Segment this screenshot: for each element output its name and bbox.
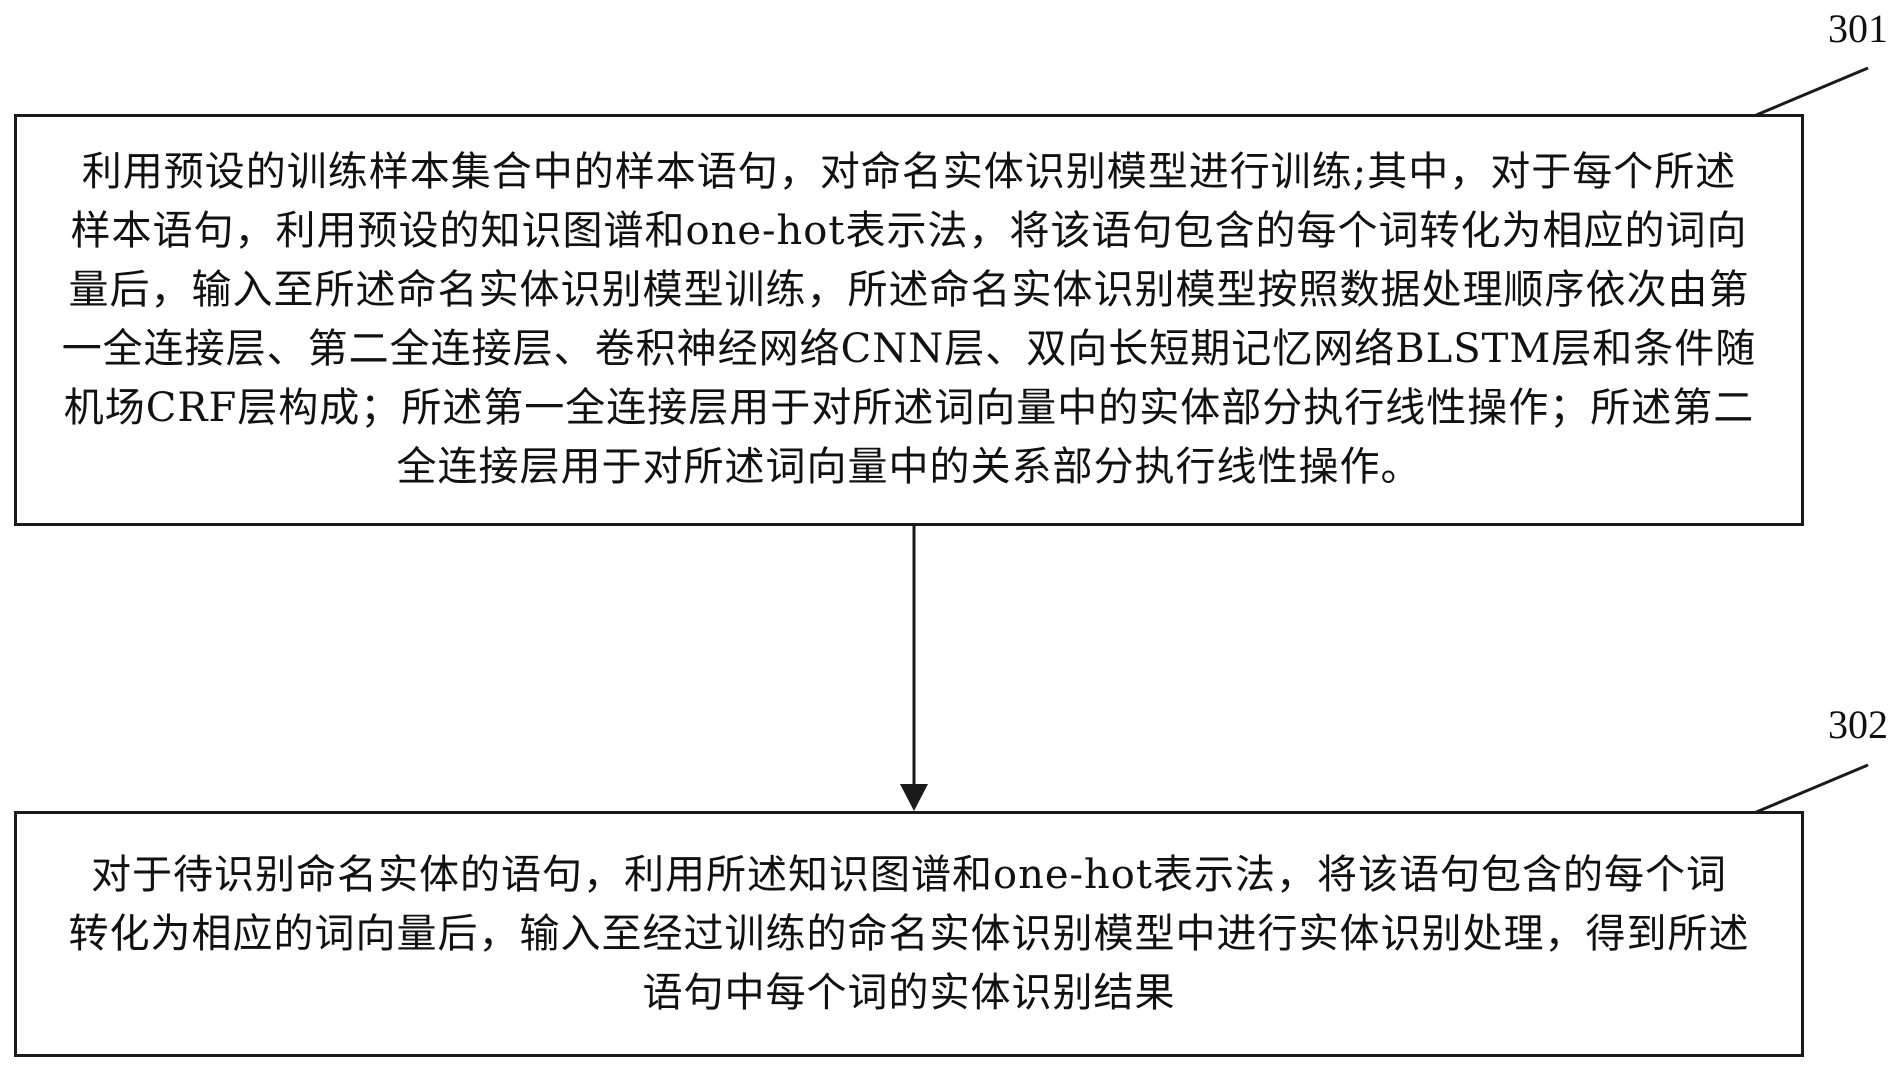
step-text-302: 对于待识别命名实体的语句，利用所述知识图谱和one-hot表示法，将该语句包含的… xyxy=(68,851,1750,1016)
label-leader-302 xyxy=(1753,763,1869,815)
label-leader-301 xyxy=(1753,66,1869,118)
step-number-301: 301 xyxy=(1828,6,1888,51)
step-number-302: 302 xyxy=(1828,702,1888,747)
flow-arrow-head xyxy=(900,784,928,811)
step-text-301: 利用预设的训练样本集合中的样本语句，对命名实体识别模型进行训练;其中，对于每个所… xyxy=(61,149,1757,490)
step-box-302: 对于待识别命名实体的语句，利用所述知识图谱和one-hot表示法，将该语句包含的… xyxy=(14,811,1804,1057)
step-box-301: 利用预设的训练样本集合中的样本语句，对命名实体识别模型进行训练;其中，对于每个所… xyxy=(14,114,1804,526)
